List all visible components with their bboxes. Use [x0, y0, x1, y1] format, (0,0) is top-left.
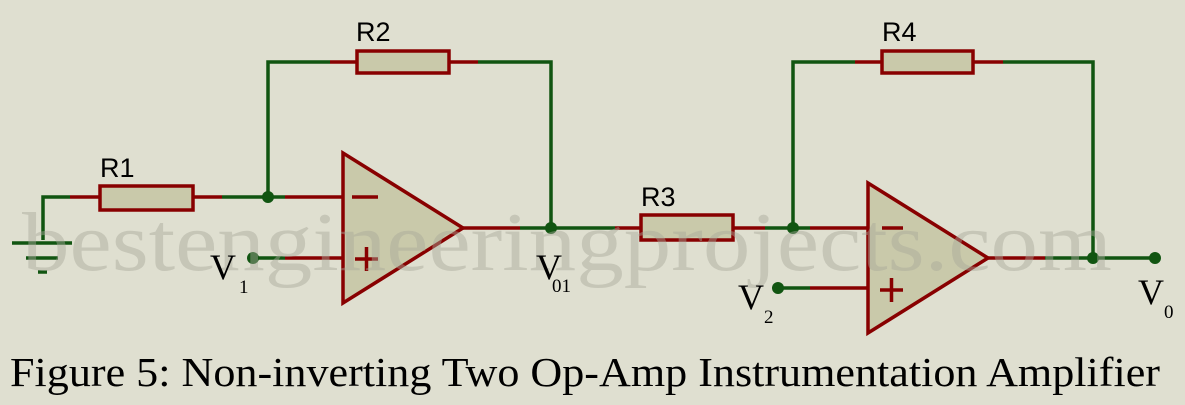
label-v0: V	[1138, 272, 1164, 312]
label-v1: V	[210, 247, 236, 287]
wire	[478, 60, 553, 228]
junction-node	[1087, 252, 1099, 264]
terminal-v1	[247, 252, 259, 264]
label-v0-sub: 0	[1164, 302, 1174, 323]
ground-symbol	[12, 195, 72, 274]
label-v1-sub: 1	[239, 277, 249, 298]
junction-node	[262, 191, 274, 203]
resistor-r2	[330, 49, 478, 75]
figure-caption: Figure 5: Non-inverting Two Op-Amp Instr…	[10, 349, 1160, 395]
junction-node	[545, 222, 557, 234]
resistor-r1	[70, 184, 222, 212]
label-v01-sub: 01	[552, 276, 571, 297]
label-r4: R4	[882, 17, 917, 47]
terminal-v0	[1149, 252, 1161, 264]
label-v2-sub: 2	[764, 307, 774, 328]
label-v2: V	[738, 277, 764, 317]
wire	[791, 60, 855, 228]
label-v01: V	[536, 247, 562, 287]
watermark: bestengineeringprojects.com	[22, 196, 1112, 289]
resistor-r3	[615, 213, 765, 242]
terminal-v2	[772, 282, 784, 294]
resistor-r4	[855, 49, 1003, 75]
junction-node	[787, 222, 799, 234]
label-r1: R1	[100, 153, 135, 183]
opamp-2	[866, 179, 992, 337]
opamp-1	[341, 149, 467, 307]
label-r3: R3	[641, 182, 676, 212]
label-r2: R2	[356, 17, 391, 47]
wire	[1003, 60, 1095, 258]
wire	[266, 60, 330, 197]
